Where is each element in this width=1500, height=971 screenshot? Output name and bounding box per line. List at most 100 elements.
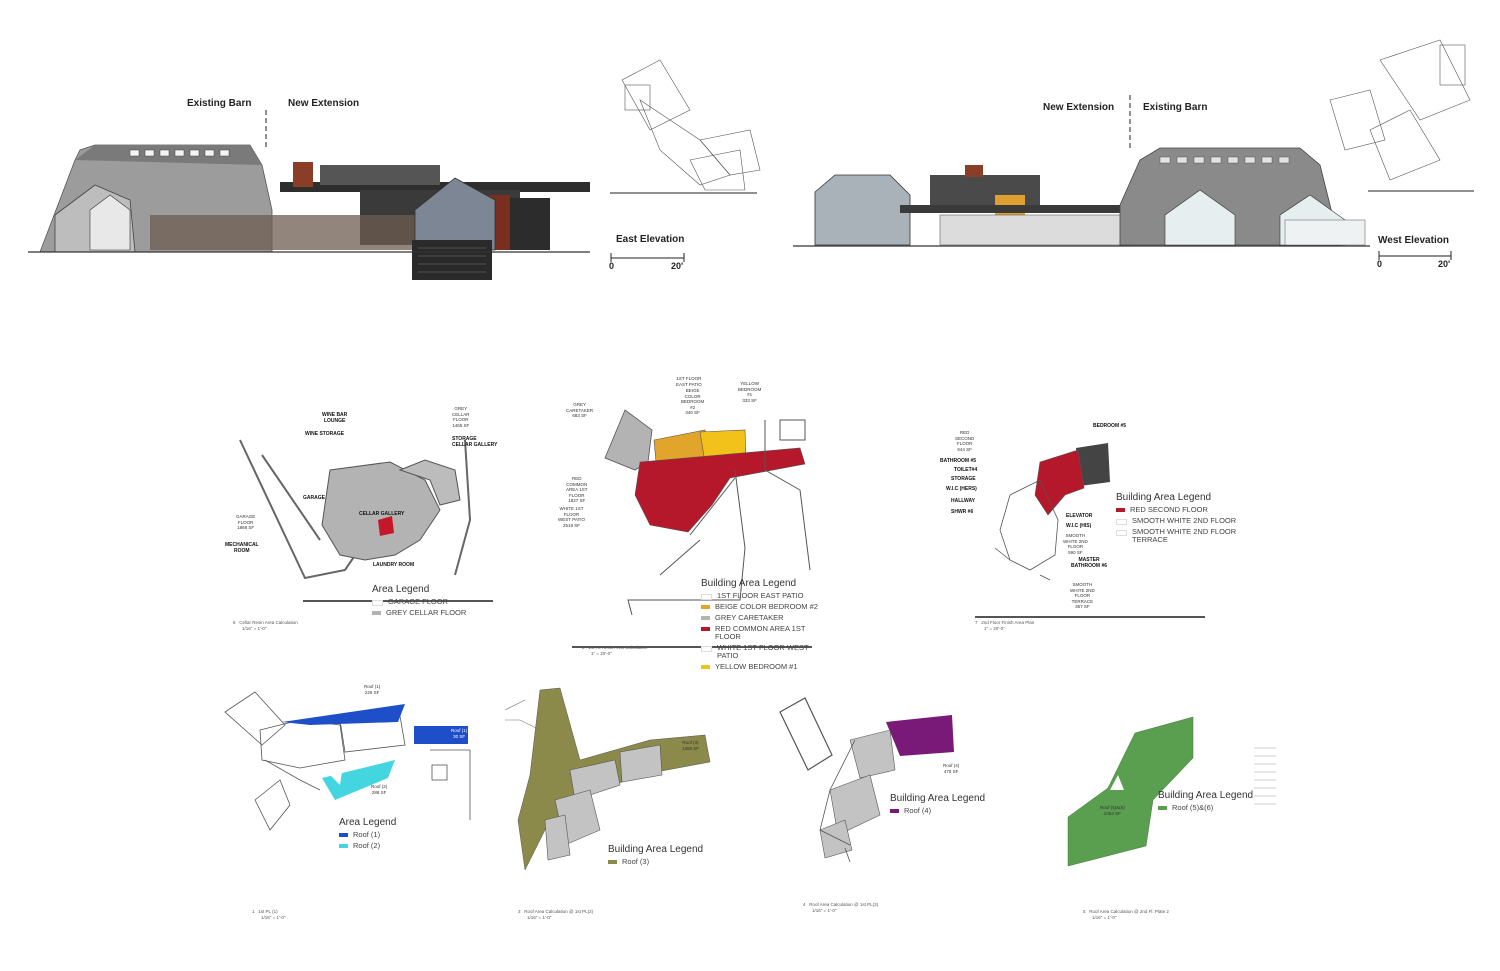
second-note: 7 2nd Floor Finish Area Plan 1" = 20'-0" bbox=[975, 620, 1034, 631]
roof3-note: 3 Roof Area Calculation @ 1st PL(2) 1/16… bbox=[518, 909, 593, 920]
label-grey-caretaker: GREY CARETAKER 683 SF bbox=[566, 402, 594, 418]
legend-swatch bbox=[1116, 508, 1125, 512]
note-title: Roof Area Calculation @ 2nd Fl. Plate 2 bbox=[1089, 909, 1169, 914]
first-legend-title: Building Area Legend bbox=[701, 578, 797, 589]
roof12-legend: Area Legend Roof (1) Roof (2) bbox=[339, 817, 396, 850]
note-scale: 1/16" = 1'-0" bbox=[812, 907, 837, 913]
roof4-legend: Building Area Legend Roof (4) bbox=[890, 793, 985, 815]
note-number: 4 bbox=[803, 902, 806, 907]
note-scale: 1/16" = 1'-0" bbox=[242, 625, 267, 631]
note-title: 1st PL (1) bbox=[258, 909, 278, 914]
legend-swatch bbox=[339, 844, 348, 848]
note-scale: 1" = 20'-0" bbox=[984, 625, 1005, 631]
legend-row-roof1: Roof (1) bbox=[339, 831, 396, 839]
second-legend-title: Building Area Legend bbox=[1116, 492, 1212, 503]
roof3-legend-title: Building Area Legend bbox=[608, 844, 704, 855]
legend-row-beige-bedroom: BEIGE COLOR BEDROOM #2 bbox=[701, 603, 818, 611]
label-shwr6: SHWR #6 bbox=[951, 509, 974, 515]
legend-label: Roof (3) bbox=[622, 857, 650, 866]
second-legend: Building Area Legend RED SECOND FLOOR SM… bbox=[1116, 492, 1242, 544]
label-hallway: HALLWAY bbox=[951, 498, 975, 504]
label-wic-his: W.I.C (HIS) bbox=[1066, 523, 1092, 529]
label-terrace: SMOOTH WHITE 2ND FLOOR TERRACE 367 SF bbox=[1070, 582, 1095, 609]
label-wine-bar: WINE BAR LOUNGE bbox=[322, 412, 348, 424]
label-cellar-gallery: CELLAR GALLERY bbox=[359, 511, 405, 517]
note-title: 1st FL Resin Area Calculation bbox=[588, 645, 648, 650]
label-toilet4: TOILET#4 bbox=[954, 467, 978, 473]
label-red-common: RED COMMON AREA 1ST FLOOR 1827 SF bbox=[566, 476, 588, 503]
roof4-note: 4 Roof Area Calculation @ 1st PL(3) 1/16… bbox=[803, 902, 878, 913]
cellar-note: 6 Cellar Resin Area Calculation 1/16" = … bbox=[233, 620, 298, 631]
east-scale-end: 20' bbox=[671, 261, 684, 271]
note-number: 7 bbox=[975, 620, 978, 625]
label-red-second: RED SECOND FLOOR 644 SF bbox=[955, 430, 975, 452]
legend-row-roof4: Roof (4) bbox=[890, 807, 985, 815]
second-floor-plan-drawing bbox=[975, 443, 1205, 618]
legend-label: Roof (4) bbox=[904, 806, 932, 815]
legend-label: GREY CARETAKER bbox=[715, 613, 784, 622]
roof56-note: 5 Roof Area Calculation @ 2nd Fl. Plate … bbox=[1083, 909, 1169, 920]
label-beige-bedroom: BEIGE COLOR BEDROOM #2 340 SF bbox=[681, 388, 705, 415]
label-bedroom5: BEDROOM #5 bbox=[1093, 423, 1127, 429]
legend-swatch bbox=[608, 860, 617, 864]
legend-label: SMOOTH WHITE 2ND FLOOR TERRACE bbox=[1132, 527, 1237, 544]
legend-row-yellow-bedroom: YELLOW BEDROOM #1 bbox=[701, 663, 818, 671]
legend-swatch bbox=[701, 646, 712, 652]
note-number: 6 bbox=[233, 620, 236, 625]
west-scale-start: 0 bbox=[1377, 259, 1383, 269]
label-mechanical-room: MECHANICAL ROOM bbox=[225, 542, 259, 554]
legend-label: GARAGE FLOOR bbox=[388, 597, 449, 606]
note-scale: 1/16" = 1'-0" bbox=[527, 914, 552, 920]
cellar-plan-drawing bbox=[239, 439, 493, 602]
west-new-extension-label: New Extension bbox=[1043, 102, 1115, 113]
label-smooth-white: SMOOTH WHITE 2ND FLOOR 590 SF bbox=[1063, 533, 1088, 555]
legend-swatch bbox=[339, 833, 348, 837]
legend-row-roof56: Roof (5)&(6) bbox=[1158, 804, 1253, 812]
note-scale: 1" = 20'-0" bbox=[591, 650, 612, 656]
legend-row-east-patio: 1ST FLOOR EAST PATIO bbox=[701, 592, 818, 600]
legend-label: WHITE 1ST FLOOR WEST PATIO bbox=[717, 643, 809, 660]
note-title: Cellar Resin Area Calculation bbox=[239, 620, 298, 625]
legend-swatch bbox=[701, 627, 710, 631]
roof56-legend-title: Building Area Legend bbox=[1158, 790, 1254, 801]
legend-label: RED COMMON AREA 1ST FLOOR bbox=[715, 624, 806, 641]
legend-row-red-common: RED COMMON AREA 1ST FLOOR bbox=[701, 625, 818, 641]
label-laundry-room: LAUNDRY ROOM bbox=[373, 562, 415, 568]
note-scale: 1/16" = 1'-0" bbox=[1092, 914, 1117, 920]
west-scale-end: 20' bbox=[1438, 259, 1451, 269]
legend-label: SMOOTH WHITE 2ND FLOOR bbox=[1132, 516, 1237, 525]
legend-label: 1ST FLOOR EAST PATIO bbox=[717, 591, 804, 600]
label-east-patio: 1ST FLOOR EAST PATIO bbox=[676, 376, 702, 387]
label-roof1: Roof (1) 226 SF bbox=[364, 684, 381, 695]
legend-label: Roof (1) bbox=[353, 830, 381, 839]
legend-row-smooth-white: SMOOTH WHITE 2ND FLOOR bbox=[1116, 517, 1242, 525]
legend-swatch bbox=[701, 616, 710, 620]
note-scale: 1/16" = 1'-0" bbox=[261, 914, 286, 920]
east-existing-barn-label: Existing Barn bbox=[187, 98, 252, 109]
legend-label: RED SECOND FLOOR bbox=[1130, 505, 1208, 514]
roof12-legend-title: Area Legend bbox=[339, 817, 397, 828]
note-number: 1 bbox=[252, 909, 255, 914]
legend-label: BEIGE COLOR BEDROOM #2 bbox=[715, 602, 818, 611]
label-roof2: Roof (2) 288 SF bbox=[371, 784, 388, 795]
legend-label: Roof (5)&(6) bbox=[1172, 803, 1214, 812]
first-note: 2 1st FL Resin Area Calculation 1" = 20'… bbox=[582, 645, 647, 656]
label-white-west-patio: WHITE 1ST FLOOR WEST PATIO 2519 SF bbox=[558, 506, 586, 528]
legend-row-white-west-patio: WHITE 1ST FLOOR WEST PATIO bbox=[701, 644, 818, 660]
legend-swatch bbox=[701, 665, 710, 669]
legend-row-red-second: RED SECOND FLOOR bbox=[1116, 506, 1242, 514]
label-elevator: ELEVATOR bbox=[1066, 513, 1093, 519]
roof3-legend: Building Area Legend Roof (3) bbox=[608, 844, 703, 866]
note-title: Roof Area Calculation @ 1st PL(3) bbox=[809, 902, 879, 907]
label-master-bathroom: MASTER BATHROOM #6 bbox=[1071, 557, 1108, 569]
roof4-legend-title: Building Area Legend bbox=[890, 793, 986, 804]
east-new-extension-label: New Extension bbox=[288, 98, 360, 109]
roof12-plan-drawing bbox=[224, 691, 471, 831]
label-yellow-bedroom: YELLOW BEDROOM #1 333 SF bbox=[738, 381, 762, 403]
roof56-plan-drawing bbox=[1067, 716, 1276, 867]
note-title: Roof Area Calculation @ 1st PL(2) bbox=[524, 909, 594, 914]
label-storage: STORAGE bbox=[951, 476, 976, 482]
roof3-plan-drawing bbox=[504, 687, 711, 871]
note-number: 3 bbox=[518, 909, 521, 914]
label-wine-storage: WINE STORAGE bbox=[305, 431, 345, 437]
